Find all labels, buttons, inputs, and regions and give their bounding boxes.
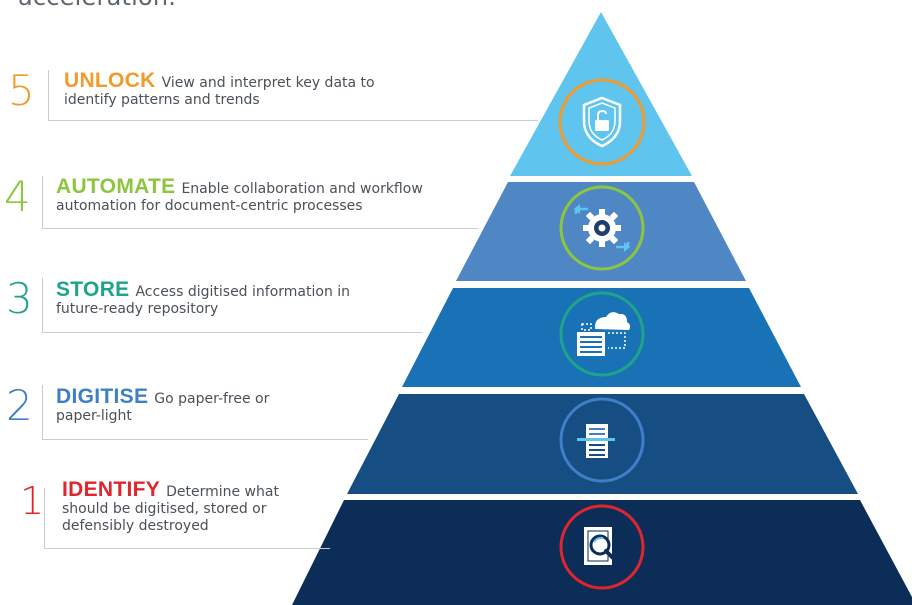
document-search-icon: [559, 504, 645, 590]
cloud-storage-icon: [559, 291, 645, 377]
step-keyword: UNLOCK: [64, 69, 156, 92]
step-number: 1: [20, 479, 45, 523]
step-text: Access digitised information in future-r…: [56, 284, 351, 317]
step-number: 4: [4, 172, 31, 221]
step-keyword: IDENTIFY: [62, 478, 161, 501]
divider-horizontal: [42, 228, 478, 229]
step-keyword: DIGITISE: [56, 385, 149, 408]
divider-vertical: [42, 278, 43, 332]
shield-lock-icon: [558, 78, 646, 166]
pyramid-tier-5: [510, 12, 692, 176]
document-scan-icon: [559, 397, 645, 483]
divider-vertical: [48, 70, 49, 120]
divider-horizontal: [48, 120, 538, 121]
step-number: 5: [8, 66, 35, 115]
divider-horizontal: [42, 332, 422, 333]
intro-text-fragment: acceleration.: [18, 0, 176, 11]
step-number: 2: [6, 381, 33, 430]
divider-vertical: [44, 488, 45, 548]
divider-vertical: [42, 176, 43, 228]
step-keyword: STORE: [56, 278, 130, 301]
step-text: Go paper-free or paper-light: [56, 391, 270, 424]
divider-horizontal: [44, 548, 330, 549]
step-text: Enable collaboration and workflow automa…: [56, 181, 423, 214]
divider-horizontal: [42, 439, 368, 440]
divider-vertical: [42, 385, 43, 439]
step-number: 3: [6, 274, 33, 323]
step-keyword: AUTOMATE: [56, 175, 176, 198]
step-text: Determine what should be digitised, stor…: [62, 484, 279, 534]
step-text: View and interpret key data to identify …: [64, 75, 375, 108]
